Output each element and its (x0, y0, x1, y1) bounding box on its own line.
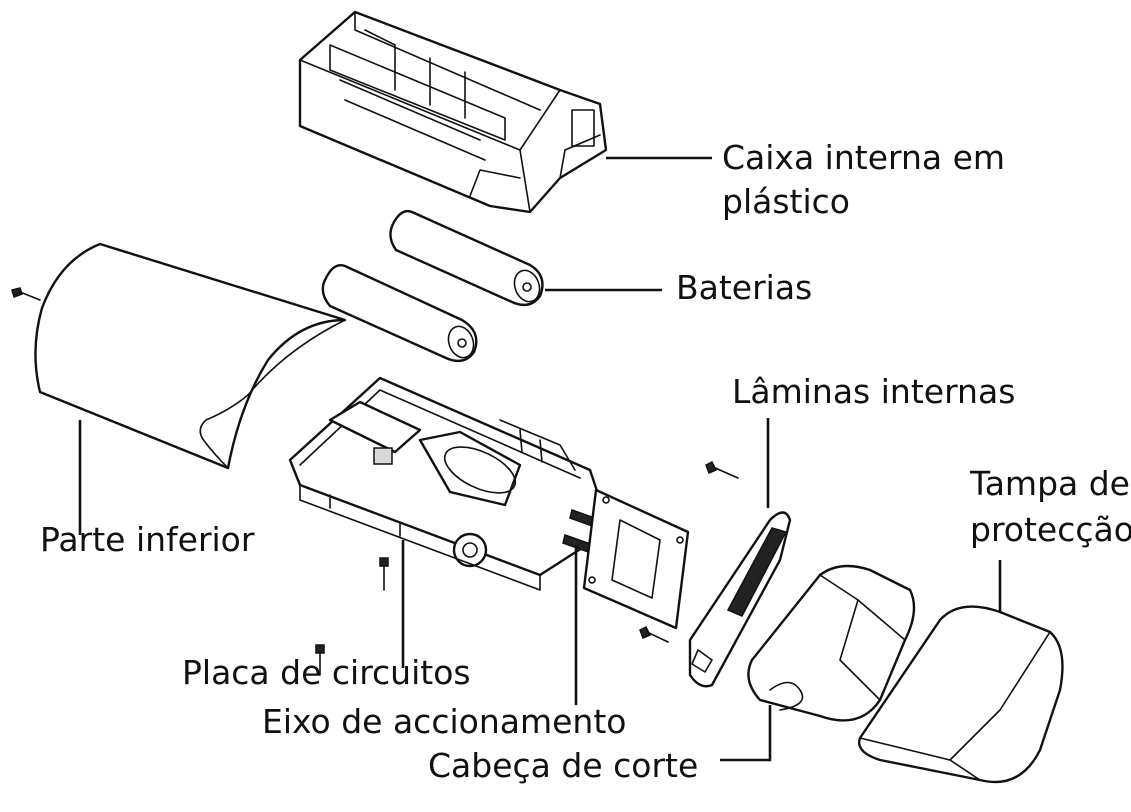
battery-lower (321, 264, 478, 363)
screw-board-1 (379, 557, 389, 591)
leader-cutting-head (720, 705, 772, 762)
inner-plastic-case (298, 10, 608, 214)
screw-board-2 (315, 644, 325, 676)
label-protective-cap-line2: protecção (970, 510, 1131, 549)
cutting-head (747, 564, 916, 722)
inner-blades (688, 511, 792, 688)
screw-left (11, 287, 41, 301)
bottom-shell (34, 242, 347, 470)
frame-plate (582, 488, 690, 630)
screw-plate-1 (705, 460, 739, 479)
label-protective-cap-line1: Tampa de (970, 464, 1130, 503)
label-circuit-board: Placa de circuitos (182, 653, 471, 692)
screw-plate-2 (639, 625, 669, 643)
battery-upper (389, 209, 544, 307)
label-inner-blades: Lâminas internas (732, 372, 1016, 411)
label-inner-case-line2: plástico (722, 182, 850, 221)
protective-cap (858, 605, 1064, 784)
label-drive-shaft: Eixo de accionamento (262, 702, 627, 741)
label-batteries: Baterias (676, 268, 813, 307)
label-inner-case-line1: Caixa interna em (722, 138, 1006, 177)
label-bottom-part: Parte inferior (40, 520, 255, 559)
label-cutting-head: Cabeça de corte (428, 746, 699, 785)
circuit-board-assembly (288, 376, 612, 591)
